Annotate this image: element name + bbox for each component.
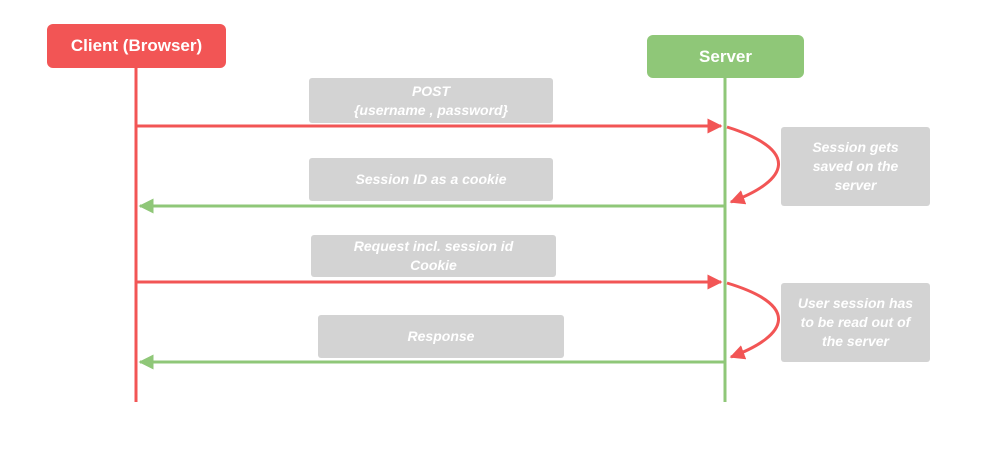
client-actor-box: Client (Browser) [47, 24, 226, 68]
note-line: saved on the [812, 158, 899, 174]
message-label-line: Cookie [410, 257, 457, 273]
server-actor-box: Server [647, 35, 804, 78]
message-label-line: Session ID as a cookie [355, 171, 507, 187]
message-label-response: Response [318, 315, 564, 358]
note-line: to be read out of [800, 314, 911, 330]
message-label-line: {username , password} [353, 101, 509, 118]
note-line: server [834, 177, 877, 193]
message-label-session-cookie: Session ID as a cookie [309, 158, 553, 201]
note-line: User session has [797, 295, 914, 311]
message-label-post: POST {username , password} [309, 78, 553, 123]
server-note-session-read: User session has to be read out of the s… [781, 283, 930, 362]
server-actor-label: Server [699, 46, 752, 66]
note-line: the server [822, 333, 889, 349]
message-label-line: Response [407, 328, 475, 344]
note-line: Session gets [812, 139, 899, 155]
message-label-request: Request incl. session id Cookie [311, 235, 556, 277]
process-curve-arrow [726, 125, 780, 205]
server-note-session-saved: Session gets saved on the server [781, 127, 930, 206]
client-actor-label: Client (Browser) [70, 36, 203, 55]
process-curve-arrow [726, 281, 780, 360]
message-label-line: POST [411, 82, 451, 99]
message-label-line: Request incl. session id [353, 238, 514, 254]
